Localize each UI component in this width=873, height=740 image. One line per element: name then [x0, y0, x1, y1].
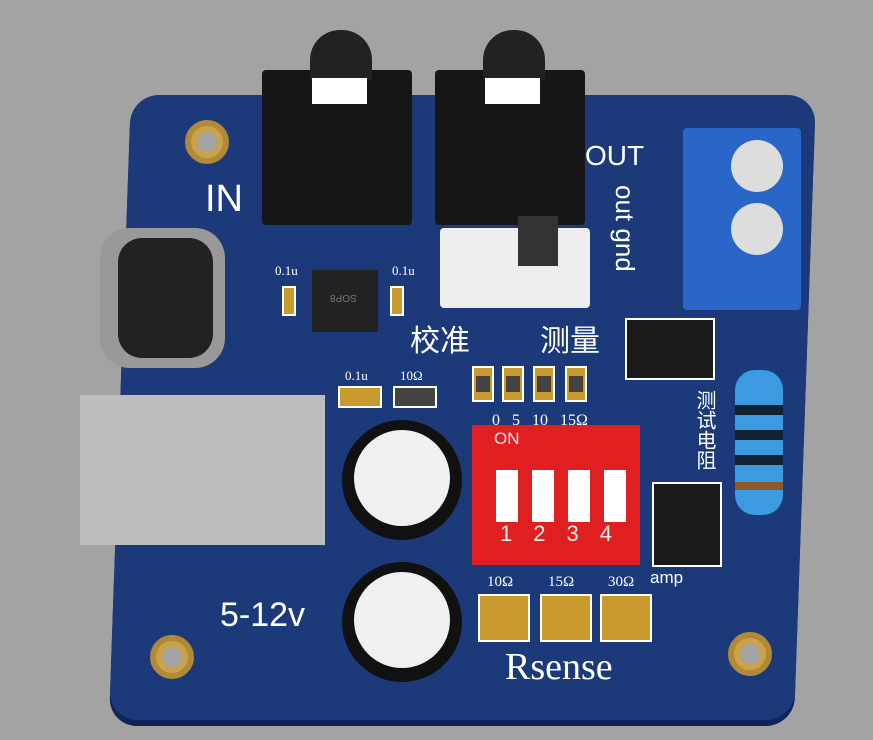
label-power: 5-12v [220, 596, 306, 634]
mounting-hole [185, 120, 229, 164]
dip-toggle-3[interactable] [568, 470, 590, 522]
screw-terminal [683, 128, 801, 310]
electrolytic-capacitor [342, 562, 462, 682]
rsense-label: 10Ω [487, 574, 514, 590]
capacitor [282, 286, 296, 316]
capacitor [390, 286, 404, 316]
mounting-hole [150, 635, 194, 679]
label-amp: amp [650, 568, 684, 587]
capacitor [338, 386, 382, 408]
label-measure: 测量 [540, 325, 600, 358]
header-jumper-out[interactable] [625, 318, 715, 380]
dc-power-jack [80, 395, 325, 545]
resistor [393, 386, 437, 408]
rsense-label: 30Ω [608, 574, 635, 590]
usb-c-connector [100, 228, 225, 368]
test-resistor [735, 370, 783, 515]
resistor [472, 366, 494, 402]
cap-label: 0.1u [275, 263, 298, 278]
label-out: OUT [585, 140, 645, 171]
cap-label: 0.1u [345, 368, 368, 383]
dip-toggle-4[interactable] [604, 470, 626, 522]
sop8-chip: SOP8 [312, 270, 378, 332]
rsense-label: 15Ω [548, 574, 575, 590]
resistor [565, 366, 587, 402]
label-calibrate: 校准 [410, 325, 470, 358]
label-out-gnd: out gnd [610, 185, 640, 272]
dip-toggle-2[interactable] [532, 470, 554, 522]
dip-toggle-1[interactable] [496, 470, 518, 522]
cap-label: 0.1u [392, 263, 415, 278]
rsense-resistor [540, 594, 592, 642]
resistor [533, 366, 555, 402]
electrolytic-capacitor [342, 420, 462, 540]
audio-jack-in [262, 30, 412, 225]
label-rsense: Rsense [505, 646, 613, 688]
audio-jack-out [435, 30, 585, 225]
res-label: 10Ω [400, 368, 423, 383]
resistor [502, 366, 524, 402]
label-in: IN [205, 178, 243, 220]
slide-switch[interactable] [440, 216, 590, 308]
header-jumper-amp[interactable] [652, 482, 722, 567]
label-test-resistor: 测试电阻 [693, 390, 715, 470]
rsense-resistor [478, 594, 530, 642]
mounting-hole [728, 632, 772, 676]
rsense-resistor [600, 594, 652, 642]
